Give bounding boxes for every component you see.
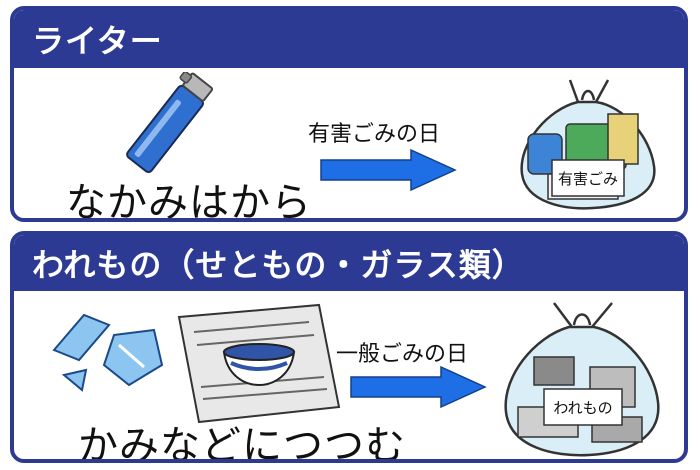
arrow-right-icon — [350, 365, 487, 409]
arrow-right-icon — [320, 148, 457, 192]
section-breakables: われもの（せともの・ガラス類） かみなどにつつむ 一般ごみの日 われもの — [10, 231, 688, 463]
general-waste-bag-illustration: われもの — [504, 302, 660, 457]
bag-tag-label: 有害ごみ — [558, 170, 618, 188]
instruction-text: なかみはから — [66, 180, 312, 222]
section-lighter: ライター なかみはから 有害ごみの日 有害ごみ — [10, 6, 688, 222]
section-title: ライター — [14, 10, 684, 68]
newspaper-bowl-illustration — [177, 303, 341, 424]
collection-day-label: 有害ごみの日 — [308, 122, 441, 147]
instruction-text: かみなどにつつむ — [78, 423, 406, 463]
broken-glass-illustration — [52, 313, 164, 392]
lighter-illustration — [126, 72, 214, 174]
collection-day-label: 一般ごみの日 — [336, 342, 469, 367]
bag-tag-label: われもの — [553, 399, 612, 417]
section-title: われもの（せともの・ガラス類） — [14, 235, 684, 291]
hazardous-waste-bag-illustration: 有害ごみ — [520, 79, 656, 210]
